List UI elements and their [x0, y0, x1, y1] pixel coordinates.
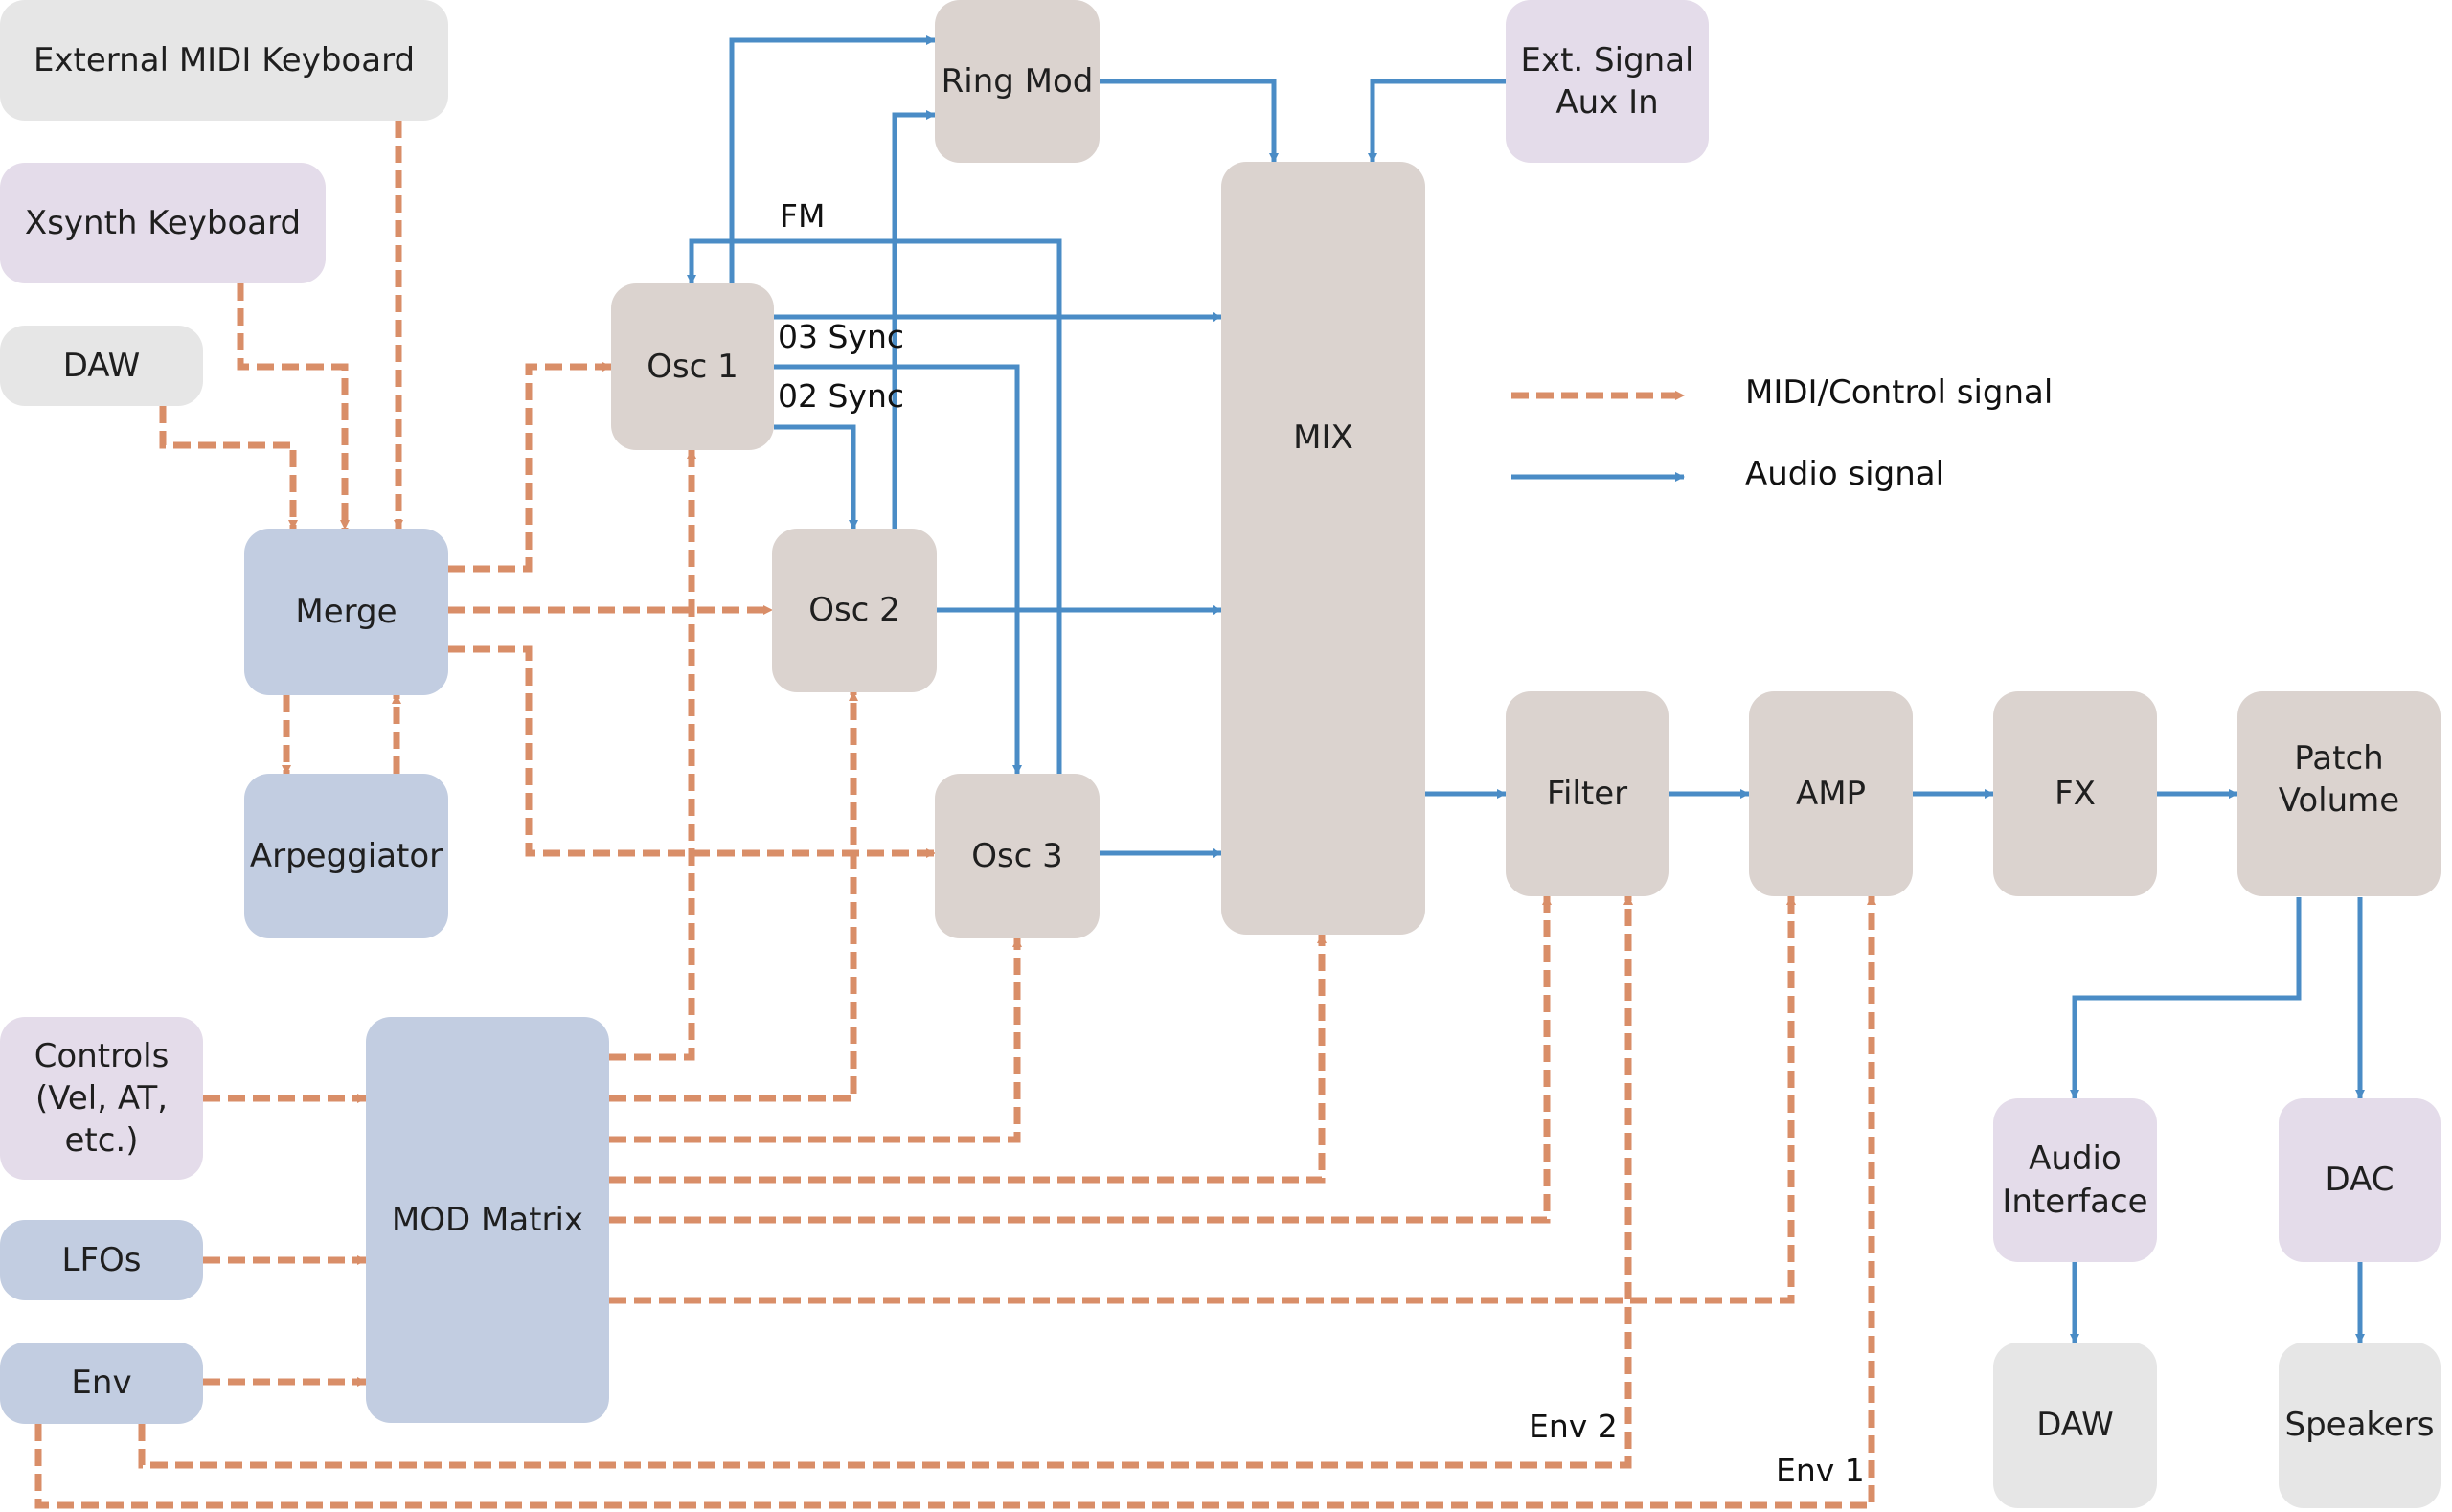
- edge-mod-mix: [609, 934, 1327, 1184]
- node-filter: Filter: [1506, 691, 1669, 896]
- legend-midi-label: MIDI/Control signal: [1745, 373, 2054, 412]
- node-osc1: Osc 1: [611, 283, 774, 450]
- edge-ringmod-mix: [1100, 79, 1279, 163]
- midi-edges: [34, 121, 1876, 1509]
- edge-osc1-ringmod: [729, 35, 936, 283]
- edge-osc1-osc3-sync: [774, 364, 1022, 775]
- label-o3-sync: 03 Sync: [778, 318, 905, 355]
- node-arpeggiator: Arpeggiator: [244, 774, 448, 938]
- edge-mod-osc1: [609, 449, 696, 1061]
- label-fm: FM: [780, 197, 826, 235]
- edge-env2-filter: [138, 895, 1633, 1469]
- node-ext-signal: Ext. Signal Aux In: [1506, 0, 1709, 163]
- legend-audio-label: Audio signal: [1745, 455, 1945, 493]
- edge-osc2-ringmod: [892, 110, 936, 529]
- edge-osc3-fm-osc1: [687, 238, 1062, 774]
- node-daw-output: DAW: [1993, 1343, 2157, 1508]
- node-lfos: LFOs: [0, 1220, 203, 1300]
- node-osc2: Osc 2: [772, 529, 937, 692]
- label-env1: Env 1: [1776, 1452, 1865, 1489]
- edge-env1-amp: [34, 895, 1876, 1509]
- edge-merge-osc1: [448, 362, 612, 573]
- node-speakers: Speakers: [2279, 1343, 2441, 1508]
- edge-merge-osc3: [448, 645, 936, 858]
- edge-extsignal-mix: [1368, 79, 1506, 163]
- edge-daw-merge: [159, 406, 298, 530]
- edge-osc1-osc2-sync: [774, 424, 858, 530]
- audio-edges: [687, 35, 2365, 1343]
- node-patch-volume: Patch Volume: [2237, 691, 2441, 896]
- node-osc3: Osc 3: [935, 774, 1100, 938]
- edge-xsynth-merge: [237, 283, 350, 530]
- node-mod-matrix: MOD Matrix: [366, 1017, 609, 1423]
- node-audio-interface: Audio Interface: [1993, 1098, 2157, 1262]
- edge-mod-filter: [609, 895, 1552, 1224]
- node-amp: AMP: [1749, 691, 1913, 896]
- label-env2: Env 2: [1529, 1408, 1618, 1445]
- node-ring-mod: Ring Mod: [935, 0, 1100, 163]
- edge-mod-osc2: [609, 691, 858, 1102]
- node-mix: MIX: [1221, 162, 1425, 935]
- label-o2-sync: 02 Sync: [778, 377, 905, 415]
- edge-patch-audiointerface: [2070, 897, 2302, 1099]
- edge-mod-osc3: [609, 937, 1022, 1143]
- edge-mod-amp: [609, 895, 1796, 1304]
- node-external-midi-keyboard: External MIDI Keyboard: [0, 0, 448, 121]
- node-dac: DAC: [2279, 1098, 2441, 1262]
- node-daw-input: DAW: [0, 326, 203, 406]
- node-fx: FX: [1993, 691, 2157, 896]
- node-merge: Merge: [244, 529, 448, 695]
- node-controls: Controls (Vel, AT, etc.): [0, 1017, 203, 1180]
- node-env: Env: [0, 1343, 203, 1424]
- node-xsynth-keyboard: Xsynth Keyboard: [0, 163, 326, 283]
